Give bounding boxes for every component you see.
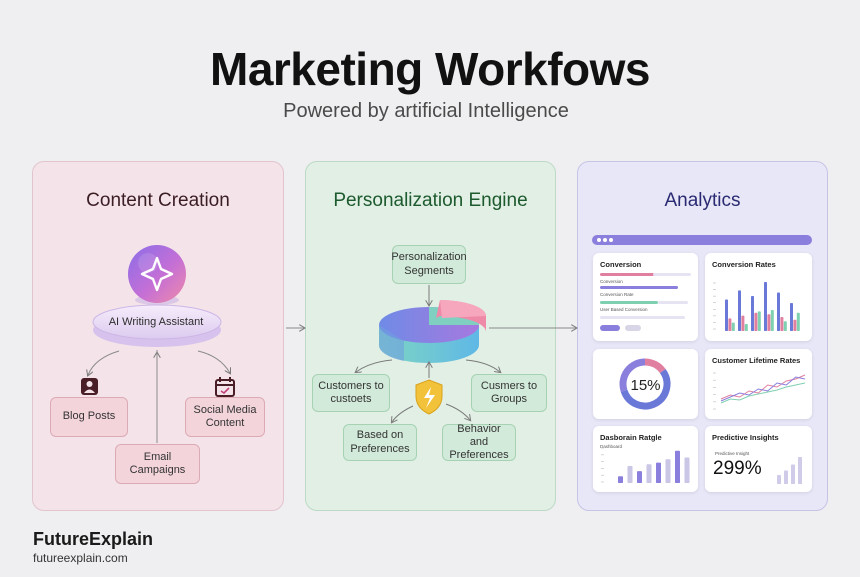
conversion-button-primary[interactable] [600,325,620,331]
bar [637,471,642,483]
bar [656,462,661,483]
preferences-label: Based on Preferences [350,429,410,455]
lifetime-chart [713,372,806,410]
bar [783,321,787,331]
segments-label: Personalization Segments [391,251,467,277]
bar [741,315,745,331]
content-creation-title: Content Creation [86,190,230,211]
customers-to-custoets-box[interactable]: Customers to custoets [312,374,390,412]
based-on-preferences-box[interactable]: Based on Preferences [343,424,417,461]
conversion-line-1: Conversion [600,279,623,284]
behavior-label: Behavior and Preferences [449,422,509,462]
dashboard-chart [601,447,690,483]
series-line [720,376,806,402]
dashboard-title: Dasborain Ratgle [600,433,662,442]
email-campaigns-label: Email Campaigns [129,450,186,476]
bar [777,292,780,331]
predictive-card[interactable]: Predictive Insights Predictive Insight 2… [705,426,812,492]
predictive-chart [777,457,802,484]
page-subtitle: Powered by artificial Intelligence [283,100,569,122]
conversion-card-title: Conversion [600,260,642,269]
dashboard-sub: Dashboard [600,444,623,449]
lifetime-card[interactable]: Customer Lifetime Rates [705,349,812,419]
donut-chart [619,358,671,410]
email-campaigns-box[interactable]: Email Campaigns [115,444,200,484]
conversion-rates-chart [713,282,800,331]
bar [784,470,788,484]
series-line [720,382,806,404]
bar [780,317,784,331]
bar [791,464,795,484]
brand-name: FutureExplain [33,529,154,549]
social-media-label: Social Media Content [193,403,257,429]
pie-slice [619,358,646,392]
predictive-value: 299% [713,458,762,479]
bar [684,457,690,483]
social-media-box[interactable]: Social Media Content [185,397,265,437]
bar [770,310,774,331]
ai-writing-assistant-label: AI Writing Assistant [108,316,204,328]
brand-url[interactable]: futureexplain.com [33,551,128,565]
predictive-title: Predictive Insights [712,433,779,442]
personalization-panel: Personalization Engine [305,161,556,511]
pie-slice [620,369,671,410]
donut-card[interactable]: 15% [593,349,698,419]
bar [618,476,623,483]
bar [725,299,728,331]
bar [738,290,741,331]
bar [646,464,652,483]
customers-left-label: Customers to custoets [318,379,384,405]
bar [754,312,758,331]
bar [675,450,680,483]
analytics-title: Analytics [664,190,741,211]
bar [796,312,800,331]
conversion-line-2: Conversion Rate [600,292,634,297]
lifetime-title: Customer Lifetime Rates [712,356,801,365]
page-title: Marketing Workfows [210,43,651,95]
conversion-line-3: User Based Conversion [600,307,648,312]
conversion-rates-card[interactable]: Conversion Rates [705,253,812,341]
personalization-segments-box[interactable]: Personalization Segments [391,245,467,284]
customers-to-groups-box[interactable]: Cusmers to Groups [471,374,547,412]
bar [744,324,748,331]
bar [798,457,802,484]
bar [764,282,767,331]
dashboard-card[interactable]: Dasborain Ratgle Dashboard [593,426,698,492]
bar [665,459,671,483]
dashboard-topbar [592,235,812,245]
bar [777,475,781,484]
bar [751,296,754,331]
bar [793,319,797,331]
bar [731,322,735,331]
blog-posts-box[interactable]: Blog Posts [50,397,128,437]
conversion-rates-title: Conversion Rates [712,260,776,269]
blog-posts-label: Blog Posts [62,410,116,423]
bar [767,314,771,331]
bar [627,466,633,483]
behavior-preferences-box[interactable]: Behavior and Preferences [442,422,516,462]
bar [757,311,761,331]
customers-right-label: Cusmers to Groups [480,379,538,405]
pie-slice [644,358,666,374]
personalization-title: Personalization Engine [333,190,528,211]
conversion-button-secondary[interactable] [625,325,641,331]
donut-value: 15% [630,377,661,394]
bar [728,318,732,331]
predictive-sub: Predictive Insight [715,451,750,456]
conversion-card[interactable]: Conversion Conversion Conversion Rate Us… [593,253,698,341]
series-line [720,374,806,400]
bar [790,303,793,331]
